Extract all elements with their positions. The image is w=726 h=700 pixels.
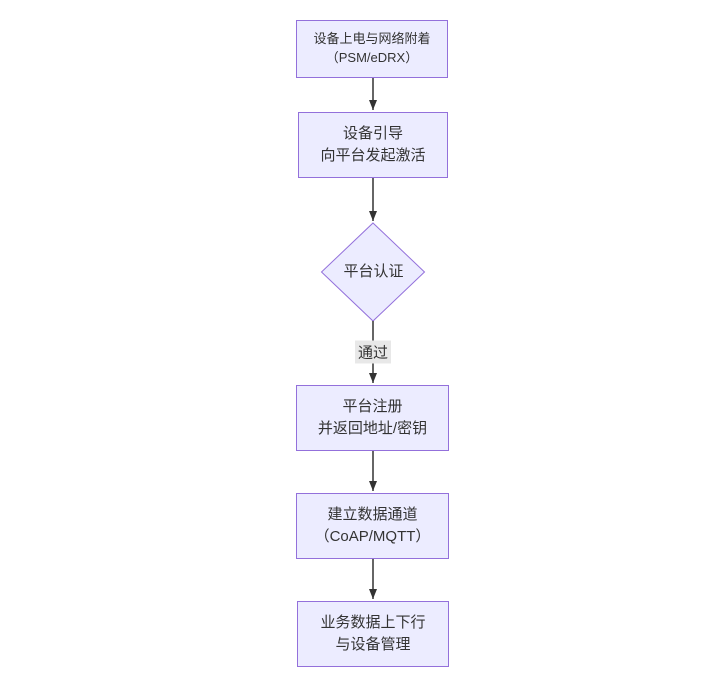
node-label-line: （CoAP/MQTT） [314,528,431,545]
node-label-line: 设备上电与网络附着 [313,31,431,47]
edge-label-pass: 通过 [354,340,392,364]
node-platform-register: 平台注册 并返回地址/密钥 [296,385,449,451]
node-label-line: （PSM/eDRX） [325,50,419,65]
node-label-line: 业务数据上下行 [320,613,426,631]
node-label-line: 向平台发起激活 [320,147,426,164]
node-label-line: 并返回地址/密钥 [317,420,428,437]
node-label-line: 与设备管理 [335,636,411,653]
node-power-on-network-attach: 设备上电与网络附着 （PSM/eDRX） [296,20,448,78]
node-label-line: 建立数据通道 [327,505,418,523]
node-data-channel: 建立数据通道 （CoAP/MQTT） [296,493,449,559]
node-label-line: 平台注册 [342,397,403,415]
node-device-bootstrap: 设备引导 向平台发起激活 [298,112,448,178]
node-business-data-management: 业务数据上下行 与设备管理 [297,601,449,667]
decision-platform-auth-label: 平台认证 [343,263,404,280]
node-label-line: 设备引导 [342,124,403,142]
